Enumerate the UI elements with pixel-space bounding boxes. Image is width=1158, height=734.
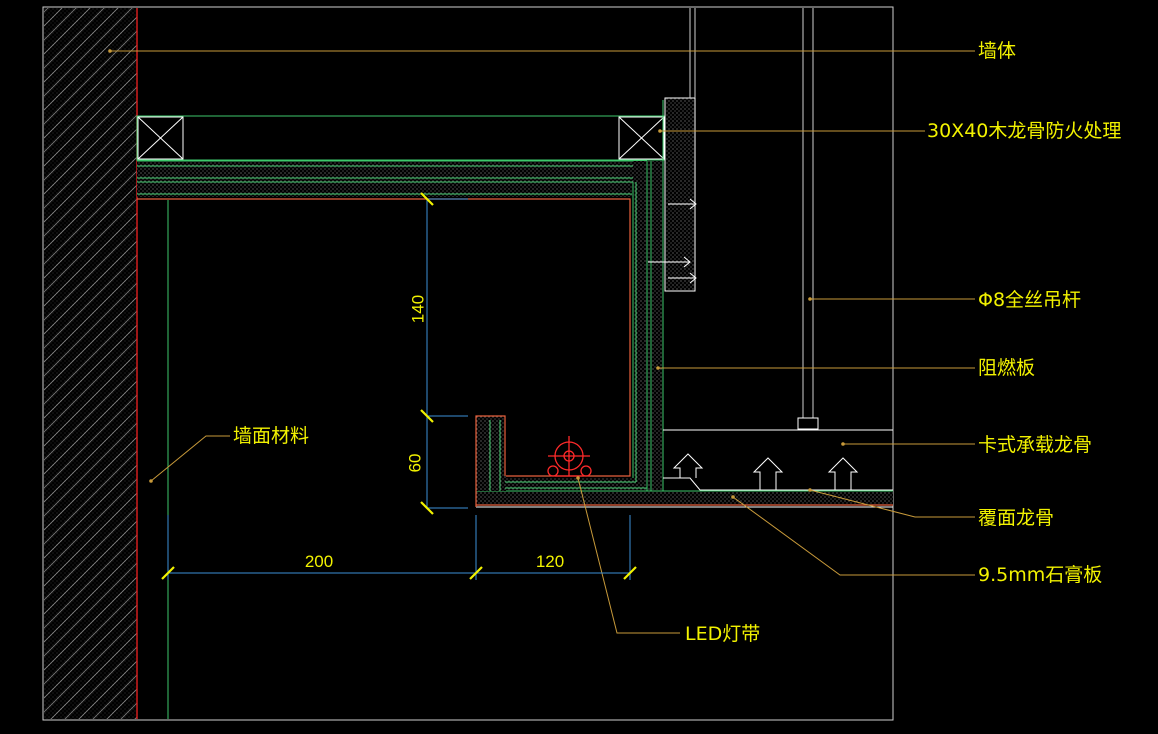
label-wall: 墙体 bbox=[978, 40, 1016, 62]
led-strip-icon bbox=[547, 436, 592, 477]
cover-keel-clip-icon bbox=[672, 453, 859, 490]
finish-line-inner bbox=[137, 198, 631, 477]
label-hanger-rod: Φ8全丝吊杆 bbox=[978, 289, 1081, 311]
label-cover-keel: 覆面龙骨 bbox=[978, 507, 1054, 529]
label-gypsum: 9.5mm石膏板 bbox=[978, 563, 1102, 586]
hanger-rod bbox=[797, 8, 819, 430]
top-board-layers bbox=[137, 160, 647, 477]
screw-icon bbox=[648, 198, 697, 284]
dim-140: 140 bbox=[408, 295, 427, 323]
label-wood-keel: 30X40木龙骨防火处理 bbox=[927, 120, 1121, 142]
vertical-board-layers bbox=[632, 100, 664, 491]
drawing-frame bbox=[42, 6, 894, 721]
label-card-keel: 卡式承载龙骨 bbox=[978, 434, 1092, 456]
leader-dots bbox=[108, 49, 845, 499]
gypsum-board bbox=[476, 490, 893, 508]
wood-keel-left bbox=[137, 116, 184, 160]
light-trough-lip bbox=[475, 415, 647, 507]
keel-assembly bbox=[663, 429, 893, 491]
side-wood-block bbox=[648, 8, 697, 292]
wood-keel-right bbox=[618, 116, 665, 160]
hanger-nut bbox=[797, 417, 819, 430]
leader-lines bbox=[110, 50, 975, 634]
dim-60: 60 bbox=[405, 454, 424, 473]
label-led: LED灯带 bbox=[685, 623, 760, 645]
concrete-wall bbox=[44, 8, 169, 719]
label-wall-finish: 墙面材料 bbox=[233, 425, 309, 447]
dim-120: 120 bbox=[536, 552, 564, 571]
dim-200: 200 bbox=[305, 552, 333, 571]
label-fire-board: 阻燃板 bbox=[978, 357, 1035, 379]
dimension-lines bbox=[161, 192, 637, 580]
dimension-tick bbox=[161, 192, 637, 580]
wood-keel-beam bbox=[136, 115, 666, 161]
